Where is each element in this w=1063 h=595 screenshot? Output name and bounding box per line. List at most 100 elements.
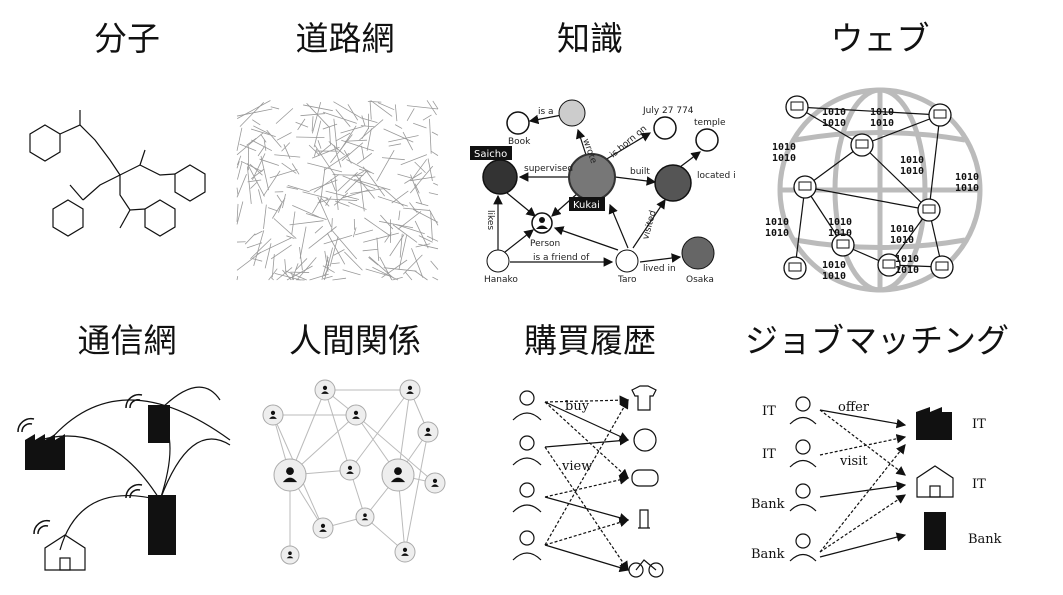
road-segment <box>239 102 265 127</box>
knowledge-graph: Saicho Kukai Book Person Hanako Taro Osa… <box>470 99 736 285</box>
road-segment <box>322 111 357 124</box>
road-segment <box>366 128 372 151</box>
road-segment <box>381 259 408 279</box>
laptop-icon <box>933 109 947 119</box>
web-link <box>804 144 863 188</box>
road-segment <box>236 100 271 119</box>
title-knowledge: 知識 <box>557 19 623 58</box>
edge-is-a: is a <box>538 107 554 117</box>
road-segment <box>236 132 264 156</box>
road-segment <box>283 144 291 159</box>
road-segment <box>322 265 335 273</box>
road-segment <box>276 132 292 141</box>
road-segment <box>406 105 439 110</box>
edge-friend: is a friend of <box>533 253 590 263</box>
road-segment <box>331 230 358 260</box>
computer-node <box>793 175 817 199</box>
road-segment <box>300 113 326 117</box>
node-kukai: Kukai <box>573 200 600 211</box>
school-icon <box>44 534 86 571</box>
road-segment <box>388 135 419 143</box>
road-segment <box>314 225 324 234</box>
road-segment <box>305 213 327 220</box>
road-segment <box>413 122 427 129</box>
road-segment <box>249 163 263 176</box>
road-segment <box>411 159 428 180</box>
road-segment <box>239 143 257 152</box>
binary-label: 1010 <box>895 265 919 276</box>
road-segment <box>314 144 335 175</box>
road-segment <box>404 271 413 281</box>
road-segment <box>364 217 391 237</box>
person-icons <box>789 396 817 562</box>
road-segment <box>274 154 301 158</box>
person-icon <box>288 551 292 555</box>
road-segment <box>313 148 317 157</box>
purchase-history: buy view <box>512 385 664 578</box>
laptop-icon <box>855 139 869 149</box>
road-segment <box>308 226 337 249</box>
road-segment <box>388 143 402 147</box>
road-segment <box>250 238 272 260</box>
road-segment <box>236 155 242 166</box>
road-segment <box>396 224 425 235</box>
road-segment <box>253 125 270 135</box>
road-segment <box>281 162 297 174</box>
road-segment <box>429 118 432 154</box>
product-icons <box>628 385 664 578</box>
road-segment <box>406 108 415 121</box>
road-segment <box>302 191 328 199</box>
road-segment <box>321 256 329 279</box>
road-segment <box>422 114 432 121</box>
road-segment <box>307 162 343 173</box>
road-segment <box>258 189 263 204</box>
road-segment <box>344 150 352 164</box>
road-segment <box>428 192 439 196</box>
social-link <box>355 414 436 484</box>
road-segment <box>284 270 307 281</box>
person-label-2: IT <box>762 447 776 462</box>
road-segment <box>246 166 252 204</box>
road-segment <box>418 243 439 250</box>
tall-building-icon <box>148 495 176 555</box>
road-segment <box>414 220 429 249</box>
road-segment <box>254 230 263 236</box>
road-segment <box>275 108 294 124</box>
road-segment <box>426 100 437 116</box>
binary-label: 1010 <box>822 118 846 129</box>
laptop-icon <box>836 239 850 249</box>
person-label-1: IT <box>762 404 776 419</box>
road-segment <box>358 168 371 173</box>
person-icon <box>347 465 353 470</box>
person-icons <box>512 390 542 561</box>
road-segment <box>331 262 340 265</box>
road-segment <box>391 190 409 204</box>
person-icon <box>320 523 326 529</box>
binary-label: 1010 <box>822 260 846 271</box>
road-segment <box>377 102 395 111</box>
road-segment <box>273 218 297 239</box>
road-segment <box>303 104 333 112</box>
road-segment <box>330 134 353 163</box>
node-person: Person <box>530 239 560 249</box>
road-segment <box>402 131 414 151</box>
road-segment <box>320 197 330 207</box>
person-body <box>269 416 277 419</box>
person-body <box>424 433 432 436</box>
road-segment <box>308 144 319 155</box>
road-segment <box>323 234 353 245</box>
laptop-icon <box>922 204 936 214</box>
road-segment <box>317 140 322 149</box>
road-segment <box>354 229 374 236</box>
road-segment <box>342 269 361 276</box>
road-segment <box>368 256 395 279</box>
binary-label: 1010 <box>765 217 789 228</box>
binary-label: 1010 <box>828 228 852 239</box>
road-segment <box>340 125 364 134</box>
road-segment <box>296 136 325 139</box>
road-segment <box>411 248 424 278</box>
road-segment <box>260 133 267 143</box>
person-icon <box>270 410 276 415</box>
road-segment <box>354 179 391 191</box>
